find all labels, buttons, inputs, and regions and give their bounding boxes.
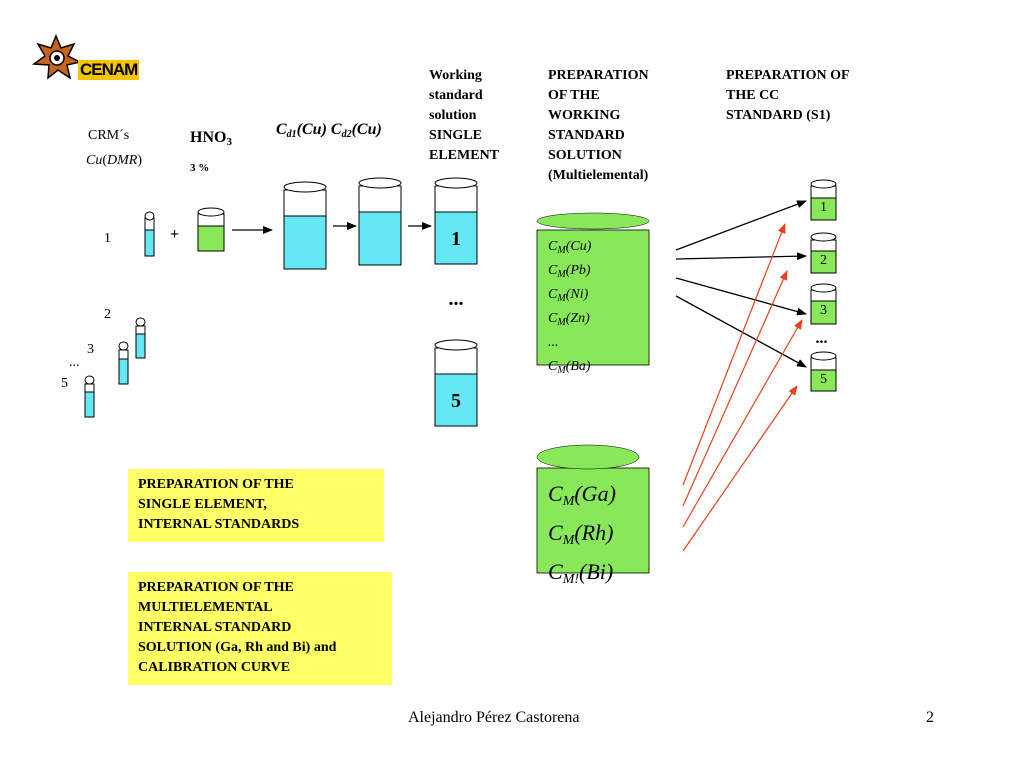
working-standard-container-1 — [434, 177, 478, 265]
crm-vial-3 — [118, 341, 129, 385]
d1-sub: d1 — [286, 129, 297, 140]
crm-vial-1 — [144, 211, 155, 257]
cc-tube-label-3: 3 — [820, 303, 827, 318]
cenam-emblem-icon — [31, 34, 82, 80]
crm-formula-paren: DMR — [107, 153, 138, 168]
arrow-to-cc-3 — [675, 277, 807, 316]
d1-main: C — [276, 121, 287, 138]
internal-standard-container — [536, 444, 650, 574]
arrow-to-cc-2 — [675, 252, 807, 261]
plus-sign: + — [170, 226, 180, 243]
hno3-concentration: 3 % — [190, 162, 210, 174]
internal-standard-list: CM(Ga) CM(Rh) CM!(Bi) — [548, 478, 616, 595]
dilution-container-d1 — [283, 181, 327, 270]
cc-tube-label-2: 2 — [820, 253, 827, 268]
d2-main: C — [330, 121, 342, 138]
dilution-labels: Cd1(Cu) Cd2(Cu) — [276, 120, 382, 145]
crm-vial-label-ellipsis: ... — [69, 355, 80, 370]
prep-working-heading: PREPARATION OF THE WORKING STANDARD SOLU… — [548, 68, 649, 183]
hno3-text: HNO — [190, 129, 227, 146]
working-standard-label-ellipsis: ... — [448, 288, 464, 310]
working-standard-label-1: 1 — [451, 228, 461, 250]
arrow-to-cc-5 — [675, 295, 807, 368]
cc-standard-tube-5 — [810, 351, 837, 392]
internal-standard-item: CM(Ga) — [548, 481, 616, 509]
internal-standard-item: CM(Rh) — [548, 520, 614, 548]
multielemental-item: CM(Ba) — [548, 359, 591, 376]
d1-rest: (Cu) — [296, 121, 327, 138]
logo-text: CENAM — [78, 60, 140, 80]
red-arrow-to-cc-1 — [682, 223, 786, 486]
working-standard-container-5 — [434, 339, 478, 427]
crm-vial-label-5: 5 — [61, 376, 68, 391]
multielemental-list: CM(Cu) CM(Pb) CM(Ni) CM(Zn) ... CM(Ba) — [548, 237, 591, 381]
hno3-label: HNO3 — [190, 128, 232, 152]
page-number: 2 — [926, 709, 934, 726]
multielemental-item: CM(Zn) — [548, 311, 590, 328]
crm-formula: Cu(DMR) — [86, 153, 143, 168]
crm-vial-label-1: 1 — [104, 231, 111, 246]
cc-tube-label-5: 5 — [820, 372, 827, 387]
multielemental-solution-container — [536, 212, 650, 366]
crm-vial-label-2: 2 — [104, 307, 111, 322]
multielemental-internal-standard-box: PREPARATION OF THE MULTIELEMENTAL INTERN… — [128, 572, 392, 685]
footer-author: Alejandro Pérez Castorena — [408, 709, 580, 726]
multielemental-item: CM(Cu) — [548, 239, 592, 256]
prep-cc-heading: PREPARATION OF THE CC STANDARD (S1) — [726, 68, 850, 123]
crm-vial-label-3: 3 — [87, 342, 94, 357]
crm-label: CRM´s — [88, 128, 130, 143]
working-standard-heading: Working standard solution SINGLE ELEMENT — [429, 68, 500, 163]
crm-formula-prefix: Cu — [86, 153, 103, 168]
cc-standard-tube-1 — [810, 179, 837, 221]
d2-sub: d2 — [341, 129, 352, 140]
cc-standard-tube-3 — [810, 283, 837, 325]
hno3-container — [197, 207, 225, 252]
cc-tube-label-1: 1 — [820, 200, 827, 215]
crm-vial-5 — [84, 375, 95, 418]
arrow-to-cc-1 — [675, 200, 807, 251]
single-element-internal-standards-box: PREPARATION OF THE SINGLE ELEMENT, INTER… — [128, 469, 384, 542]
red-arrow-to-cc-5 — [682, 385, 798, 552]
cc-tube-label-ellipsis: ... — [815, 330, 828, 347]
working-standard-label-5: 5 — [451, 390, 461, 412]
red-arrow-to-cc-3 — [682, 319, 803, 528]
internal-standard-item: CM!(Bi) — [548, 559, 614, 587]
multielemental-item: CM(Ni) — [548, 287, 589, 304]
multielemental-item: ... — [548, 335, 559, 350]
d2-rest: (Cu) — [351, 121, 382, 138]
multielemental-item: CM(Pb) — [548, 263, 591, 280]
red-arrow-to-cc-2 — [682, 270, 788, 507]
cc-standard-tube-2 — [810, 232, 837, 274]
dilution-container-d2 — [358, 177, 402, 266]
crm-vial-2 — [135, 317, 146, 359]
hno3-sub: 3 — [226, 136, 232, 148]
